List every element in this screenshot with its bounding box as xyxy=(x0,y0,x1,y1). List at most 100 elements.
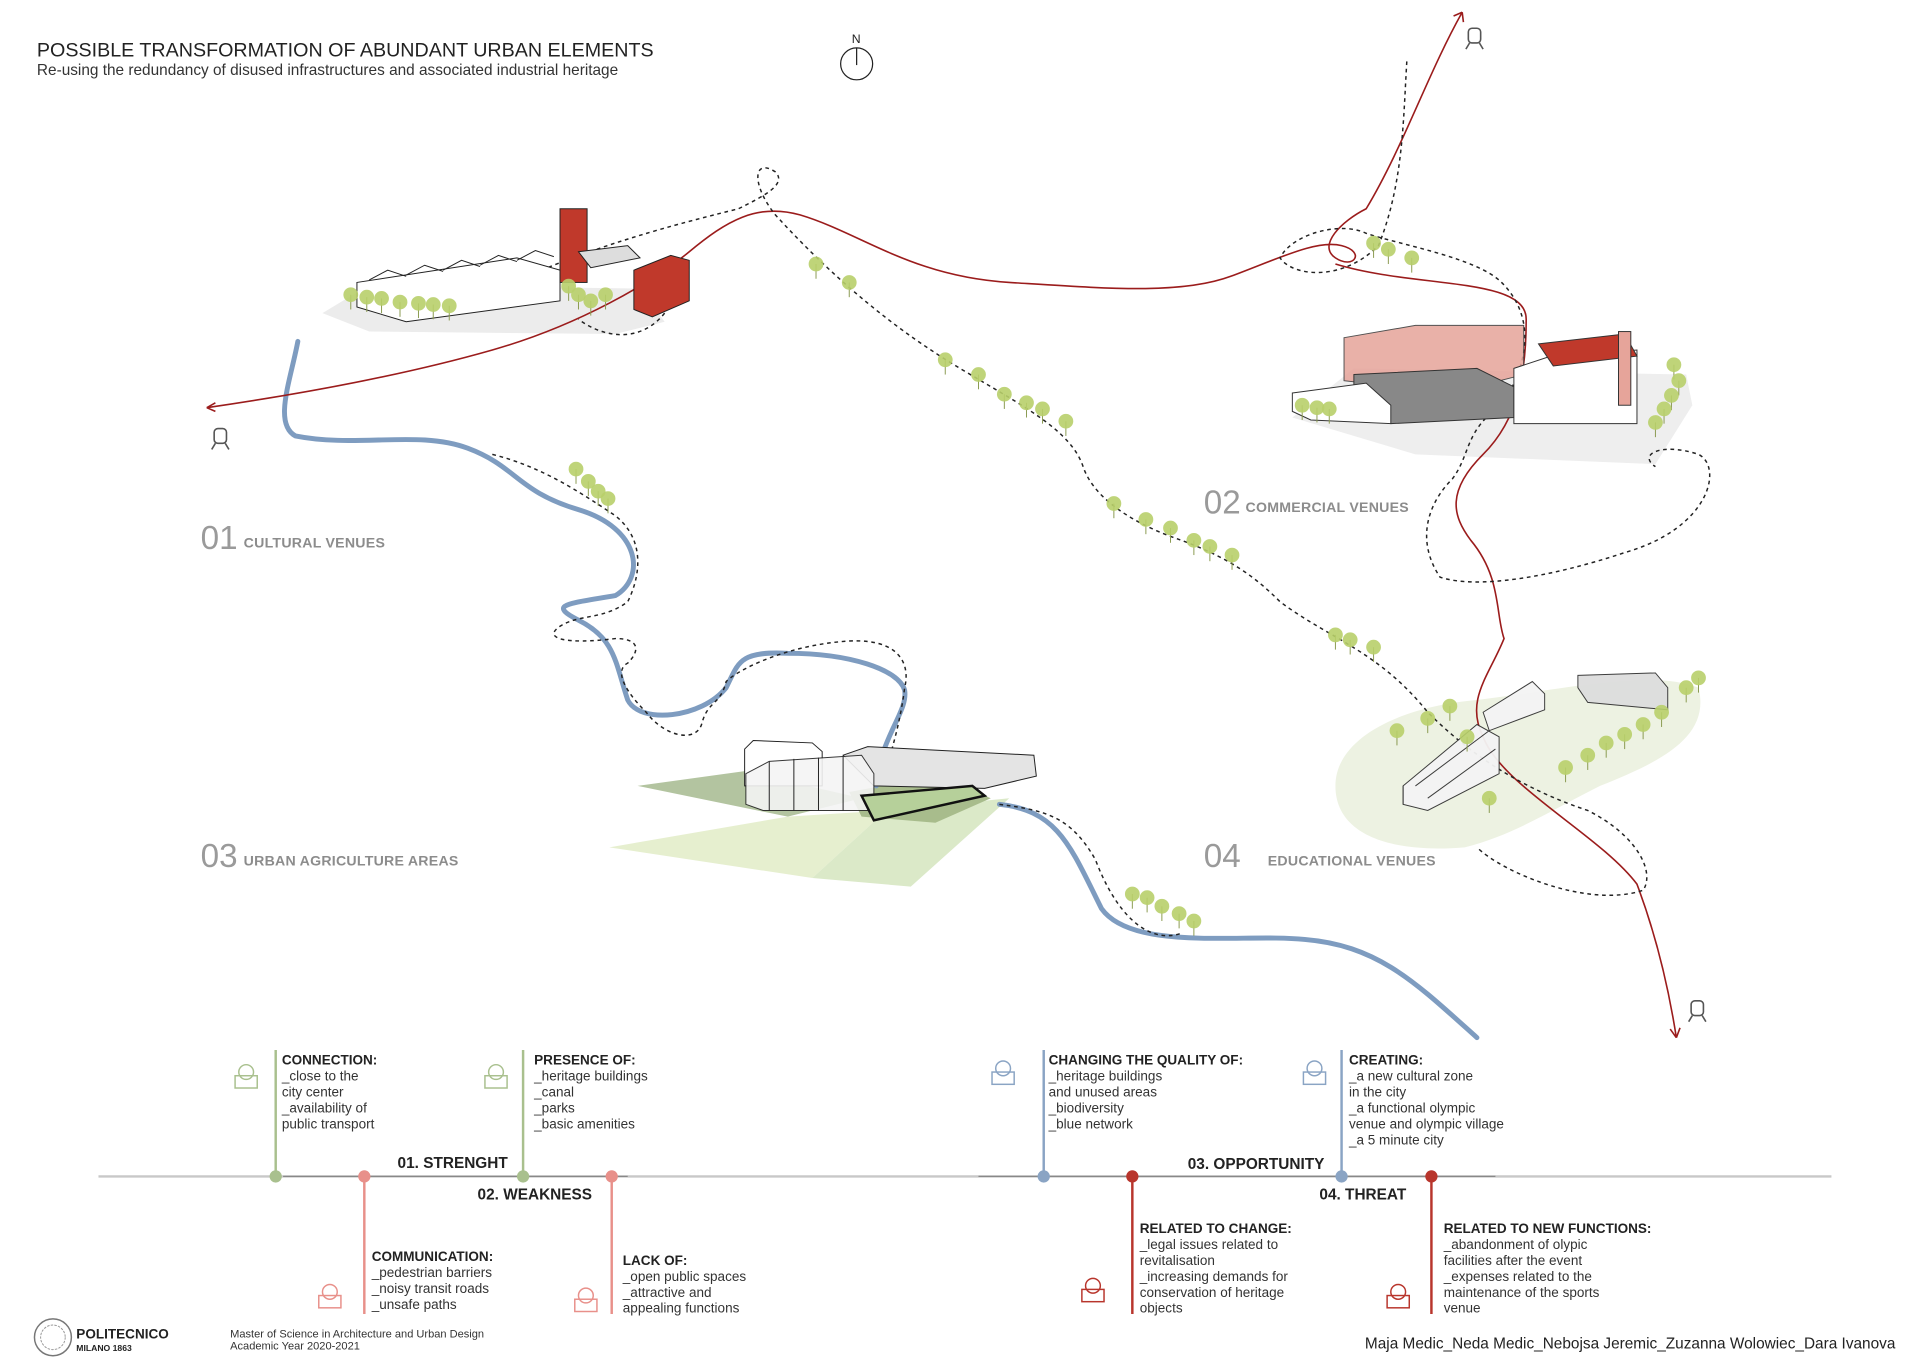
svg-text:03: 03 xyxy=(201,838,238,875)
tree-icon xyxy=(1654,704,1669,727)
swot-heading: PRESENCE OF: xyxy=(534,1053,636,1068)
river-canal xyxy=(282,338,1480,1041)
tree-icon xyxy=(1186,532,1202,556)
red-route-north xyxy=(206,11,1463,409)
tree-icon xyxy=(1389,723,1405,746)
swot-line: maintenance of the sports xyxy=(1444,1285,1600,1300)
swot-line: _basic amenities xyxy=(533,1117,635,1132)
tree-icon xyxy=(1019,395,1034,418)
tree-icon xyxy=(1598,735,1614,758)
north-label: N xyxy=(852,32,861,46)
tree-icon xyxy=(359,289,375,312)
tree-icon xyxy=(841,275,857,298)
page-title: POSSIBLE TRANSFORMATION OF ABUNDANT URBA… xyxy=(37,40,654,62)
swot-dot xyxy=(516,1170,530,1183)
agriculture-venue-buildings xyxy=(744,739,1037,822)
tree-icon xyxy=(425,297,441,320)
north-arrow-icon: N xyxy=(840,32,874,81)
tree-icon xyxy=(1342,632,1358,655)
tree-icon xyxy=(1294,397,1310,420)
tree-icon xyxy=(598,287,613,310)
swot-line: _increasing demands for xyxy=(1139,1269,1289,1284)
politecnico-logo: POLITECNICO MILANO 1863 xyxy=(33,1318,169,1357)
swot-line: public transport xyxy=(282,1117,375,1132)
swot-line: and unused areas xyxy=(1049,1085,1158,1100)
tree-icon xyxy=(1671,373,1687,396)
route-arrow-south-icon xyxy=(1669,1027,1681,1039)
swot-item: PRESENCE OF:_heritage buildings_canal_pa… xyxy=(484,1049,648,1183)
red-route-south xyxy=(1335,263,1678,1038)
tree-icon xyxy=(1664,388,1679,411)
tree-group xyxy=(343,235,1706,936)
swot-line: _attractive and xyxy=(622,1285,712,1300)
tree-icon xyxy=(1139,890,1155,913)
tree-icon xyxy=(1106,496,1122,519)
tree-icon xyxy=(441,298,457,321)
swot-line: in the city xyxy=(1349,1085,1406,1100)
swot-line: _close to the xyxy=(281,1069,359,1084)
svg-text:MILANO 1863: MILANO 1863 xyxy=(76,1343,132,1353)
swot-line: facilities after the event xyxy=(1444,1253,1583,1268)
tree-icon xyxy=(1691,670,1706,693)
svg-text:POLITECNICO: POLITECNICO xyxy=(76,1327,168,1342)
field-light xyxy=(609,810,887,879)
tree-icon xyxy=(1648,415,1663,438)
swot-line: venue xyxy=(1444,1301,1481,1316)
tree-icon xyxy=(1171,906,1187,929)
tree-icon xyxy=(971,367,986,390)
commercial-venue-buildings xyxy=(1291,324,1638,425)
tree-icon xyxy=(1678,680,1694,703)
tree-icon xyxy=(1656,401,1672,424)
academic-year: Academic Year 2020-2021 xyxy=(230,1341,360,1353)
swot-heading: CONNECTION: xyxy=(282,1053,377,1068)
swot-line: _noisy transit roads xyxy=(371,1281,490,1296)
tree-icon xyxy=(1202,539,1218,562)
svg-text:CULTURAL VENUES: CULTURAL VENUES xyxy=(244,535,385,551)
law-building-icon xyxy=(1081,1277,1105,1303)
svg-text:COMMERCIAL VENUES: COMMERCIAL VENUES xyxy=(1246,499,1409,515)
tree-icon xyxy=(996,386,1012,409)
swot-line: _pedestrian barriers xyxy=(371,1265,493,1280)
swot-line: _open public spaces xyxy=(622,1269,747,1284)
swot-line: revitalisation xyxy=(1140,1253,1215,1268)
tree-icon xyxy=(1321,401,1337,424)
svg-text:EDUCATIONAL VENUES: EDUCATIONAL VENUES xyxy=(1268,853,1436,869)
route-arrow-west-icon xyxy=(206,402,216,413)
swot-line: objects xyxy=(1140,1301,1183,1316)
swot-heading: RELATED TO CHANGE: xyxy=(1140,1221,1292,1236)
swot-line: _heritage buildings xyxy=(533,1069,648,1084)
tree-icon xyxy=(1635,717,1651,740)
swot-dot xyxy=(1037,1170,1050,1183)
tree-icon xyxy=(1309,400,1325,423)
route-arrow-north-icon xyxy=(1453,11,1465,23)
tree-icon xyxy=(1124,886,1140,909)
network-icon xyxy=(234,1063,258,1089)
tree-icon xyxy=(1186,913,1202,936)
globe-location-icon xyxy=(991,1060,1015,1086)
crossed-athletes-icon xyxy=(1386,1283,1411,1309)
swot-line: city center xyxy=(282,1085,344,1100)
tree-icon xyxy=(600,491,616,514)
swot-line: _canal xyxy=(533,1085,574,1100)
swot-item: LACK OF:_open public spaces_attractive a… xyxy=(574,1170,747,1316)
swot-line: _biodiversity xyxy=(1048,1101,1124,1116)
swot-line: _blue network xyxy=(1048,1117,1133,1132)
page-subtitle: Re-using the redundancy of disused infra… xyxy=(37,62,618,79)
svg-text:01: 01 xyxy=(201,520,238,557)
tree-icon xyxy=(1380,241,1396,265)
tree-icon xyxy=(1154,898,1170,922)
tree-icon xyxy=(1442,698,1458,721)
swot-line: _abandonment of olypic xyxy=(1443,1237,1588,1252)
tree-icon xyxy=(580,474,596,497)
swot-dot xyxy=(358,1170,371,1183)
tree-icon xyxy=(343,287,359,310)
educational-venue-buildings xyxy=(1402,672,1669,812)
swot-line: _a 5 minute city xyxy=(1348,1133,1444,1148)
buildings-icon xyxy=(574,1287,598,1313)
swot-item: CHANGING THE QUALITY OF:_heritage buildi… xyxy=(991,1049,1243,1183)
